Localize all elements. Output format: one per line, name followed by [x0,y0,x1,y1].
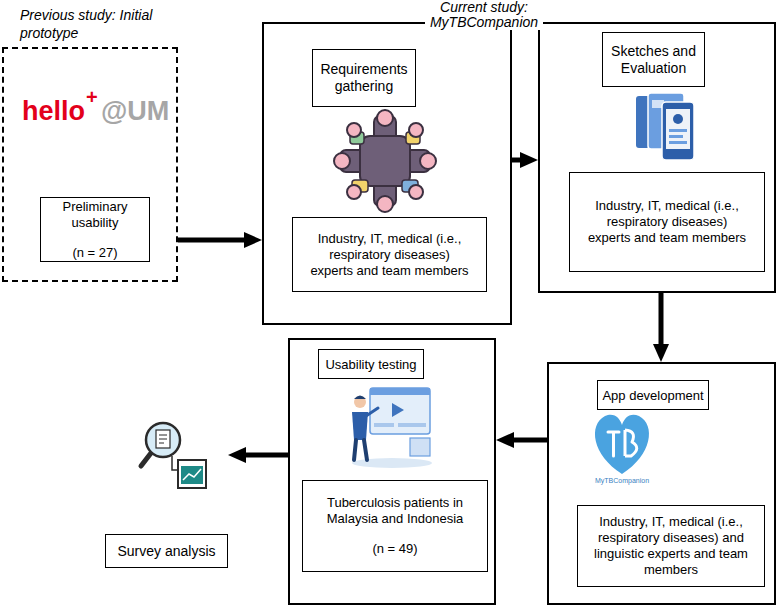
team-head [347,185,361,199]
participants-box: Industry, IT, medical (i.e., respiratory… [569,172,765,272]
flow-arrow [242,453,288,458]
flow-arrow [512,158,524,163]
result-box: Preliminary usability (n = 27) [40,197,150,262]
icon-screen-bar [370,388,430,395]
node-text: Industry, IT, medical (i.e., respiratory… [584,198,750,246]
flow-arrow [510,438,547,443]
team-piece [350,132,364,144]
node-text: (n = 49) [372,541,417,557]
node-text: Previous study: Initial prototype [20,6,190,42]
survey-group: Survey analysis [105,412,228,568]
survey-link [172,456,178,470]
team-head [377,196,393,212]
team-head [347,123,361,137]
sketch-card [636,96,674,148]
app-logo [595,415,649,474]
section-caption: Current study: MyTBCompanion [425,0,543,30]
phone-frame [662,102,694,160]
icon-screen [370,388,430,434]
survey-icon [141,423,206,488]
sketch-card [648,93,684,149]
icon-card [410,438,430,456]
sheet-lines [159,435,167,443]
node-text: Tuberculosis patients in Malaysia and In… [311,495,479,527]
team-head [409,123,423,137]
team-head [420,153,436,169]
sketch-icon [636,93,694,160]
team-head [377,110,393,126]
flow-arrow [659,293,664,348]
logo-caption: MyTBCompanion [592,477,652,484]
stage-box: App developmentIndustry, IT, medical (i.… [547,362,776,605]
stage-box: Sketches and EvaluationIndustry, IT, med… [538,22,776,293]
study-group: Previous study: Initial prototypePrelimi… [2,47,178,282]
icon-line [374,423,394,427]
logo-heart [595,415,649,474]
team-head [409,185,423,199]
logo-mark [608,432,619,456]
person-head [354,396,366,408]
participants-box: Industry, IT, medical (i.e., respiratory… [577,505,765,587]
person-arm [366,408,378,416]
node-text: Survey analysis [105,534,228,568]
participants-box: Industry, IT, medical (i.e., respiratory… [292,217,487,292]
stage-title: Requirements gathering [312,49,416,107]
team-piece [402,180,418,192]
stage-box: Usability testingTuberculosis patients i… [288,338,496,605]
node-text: Industry, IT, medical (i.e., respiratory… [588,514,754,578]
chart-line [183,469,201,480]
team-piece [352,180,368,192]
team-arm [340,150,430,172]
chart-frame [178,460,206,488]
phone-screen [666,109,690,149]
logo-text: + [86,86,98,109]
icon-line [398,423,426,427]
stage-title: Sketches and Evaluation [602,32,705,87]
node-text: Industry, IT, medical (i.e., respiratory… [307,231,472,279]
team-head [334,153,350,169]
flow-arrow [178,238,248,243]
node-text: App development [602,387,703,404]
node-text: (n = 27) [72,245,117,261]
node-text: Usability testing [325,356,416,373]
team-arm [374,116,396,206]
icon-ground [352,458,432,468]
participants-box: Tuberculosis patients in Malaysia and In… [302,480,488,572]
node-text: Sketches and Evaluation [607,43,700,77]
icon-play [392,403,404,417]
usability-icon [352,388,432,468]
team-icon [334,110,436,212]
team-piece [406,132,420,144]
stage-title: App development [597,380,709,410]
node-text: Requirements gathering [317,61,411,95]
magnifier-handle [141,453,151,466]
person-legs [354,440,367,460]
person-body [352,412,368,440]
screen-avatar [673,114,683,124]
screen-line [669,135,683,138]
stage-box: Requirements gatheringIndustry, IT, medi… [262,22,512,325]
stage-title: Usability testing [318,349,424,379]
survey-sheet [156,430,170,448]
screen-line [669,141,687,144]
logo-mark [625,430,637,456]
chart-panel [181,466,203,484]
person-hair [354,396,366,400]
logo-text: hello [22,96,85,127]
screen-line [669,129,687,132]
magnifier-lens [146,423,180,457]
logo-text: @UM [101,96,169,127]
team-core [360,136,410,186]
sketch-detail [652,100,664,108]
node-text: Preliminary usability [49,199,141,231]
